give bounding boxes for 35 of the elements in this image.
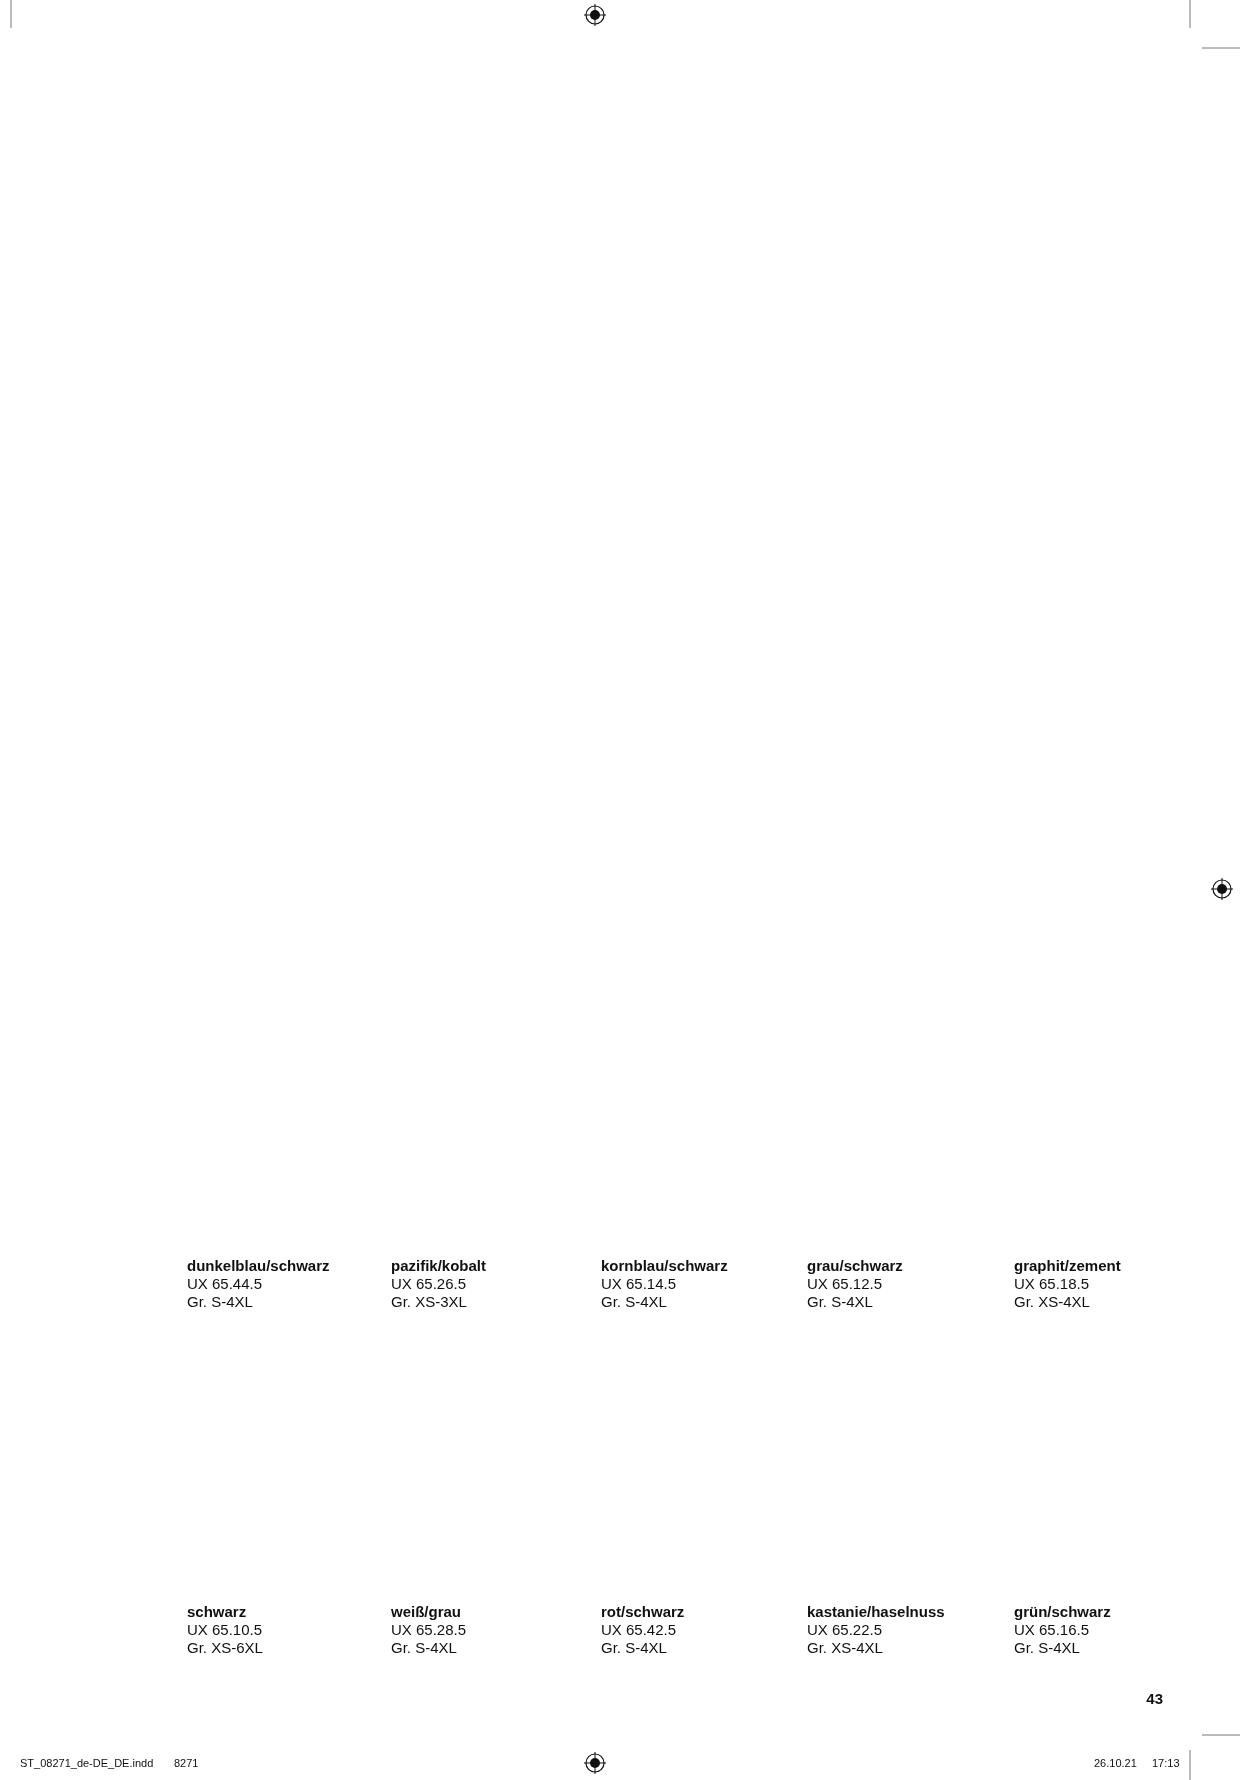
page-number: 43 — [1146, 1690, 1163, 1708]
color-name: grün/schwarz — [1014, 1603, 1111, 1621]
article-number: UX 65.12.5 — [807, 1275, 883, 1293]
article-number: UX 65.22.5 — [807, 1621, 883, 1639]
color-name: grau/schwarz — [807, 1257, 903, 1275]
size-range: Gr. S-4XL — [187, 1293, 253, 1311]
article-number: UX 65.16.5 — [1014, 1621, 1090, 1639]
color-name: kornblau/schwarz — [601, 1257, 728, 1275]
size-range: Gr. S-4XL — [601, 1293, 667, 1311]
color-name: kastanie/haselnuss — [807, 1603, 945, 1621]
size-range: Gr. XS-6XL — [187, 1639, 263, 1657]
file-name: ST_08271_de-DE_DE.indd — [20, 1757, 154, 1771]
article-number: UX 65.44.5 — [187, 1275, 263, 1293]
page-code: 8271 — [174, 1757, 199, 1771]
size-range: Gr. S-4XL — [601, 1639, 667, 1657]
size-range: Gr. XS-4XL — [807, 1639, 883, 1657]
size-range: Gr. S-4XL — [807, 1293, 873, 1311]
print-time: 17:13 — [1152, 1757, 1180, 1771]
color-name: weiß/grau — [391, 1603, 461, 1621]
size-range: Gr. S-4XL — [1014, 1639, 1080, 1657]
size-range: Gr. S-4XL — [391, 1639, 457, 1657]
print-date: 26.10.21 — [1094, 1757, 1137, 1771]
color-name: graphit/zement — [1014, 1257, 1121, 1275]
article-number: UX 65.42.5 — [601, 1621, 677, 1639]
color-name: rot/schwarz — [601, 1603, 685, 1621]
article-number: UX 65.14.5 — [601, 1275, 677, 1293]
article-number: UX 65.10.5 — [187, 1621, 263, 1639]
color-name: schwarz — [187, 1603, 247, 1621]
color-name: pazifik/kobalt — [391, 1257, 487, 1275]
color-name: dunkelblau/schwarz — [187, 1257, 330, 1275]
article-number: UX 65.28.5 — [391, 1621, 467, 1639]
size-range: Gr. XS-3XL — [391, 1293, 467, 1311]
size-range: Gr. XS-4XL — [1014, 1293, 1090, 1311]
article-number: UX 65.26.5 — [391, 1275, 467, 1293]
article-number: UX 65.18.5 — [1014, 1275, 1090, 1293]
